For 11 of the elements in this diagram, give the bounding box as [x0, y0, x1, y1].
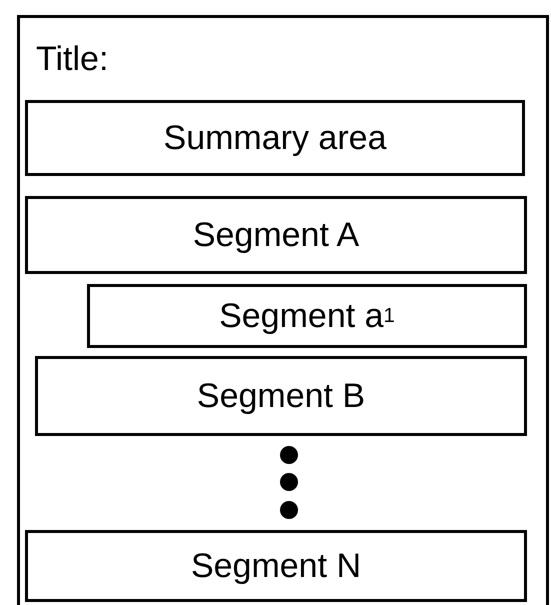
- title-label: Title:: [36, 40, 108, 79]
- segment-box: [25, 100, 525, 176]
- segment-box: [25, 530, 527, 602]
- segment-label: Segment B: [196, 376, 366, 416]
- segment-box: [25, 196, 527, 274]
- outer-frame: [17, 15, 549, 605]
- segment-box: [87, 284, 527, 348]
- segment-label: Segment A: [192, 214, 360, 256]
- segment-label: Segment N: [190, 546, 362, 586]
- segment-label: Summary area: [162, 118, 388, 158]
- segment-box: [35, 356, 527, 436]
